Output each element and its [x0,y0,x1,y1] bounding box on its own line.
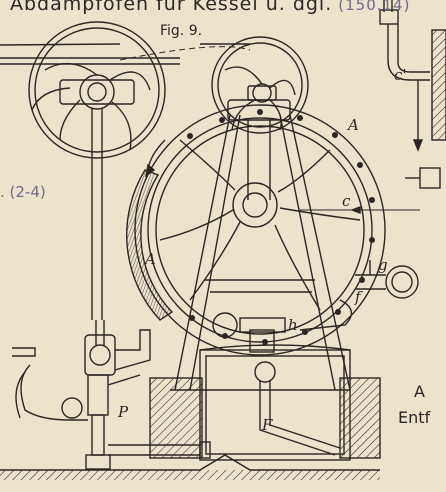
page-reference: (150.14) [338,0,411,14]
valve-g [299,260,419,331]
left-pulley [0,21,180,159]
label-g: g [378,256,388,274]
pencil-reference: . (2-4) [0,183,46,201]
label-P: P [118,403,129,421]
side-detail [379,0,446,189]
label-c: c [342,192,351,210]
masonry [0,377,381,480]
label-h: h [288,316,298,334]
label-A-lower: A [145,250,156,268]
page-title: Abdampfofen für Kessel u. dgl. (150.14) [10,0,410,14]
label-A-upper: A [348,116,359,134]
label-F: F [262,416,273,434]
vertical-shaft [91,108,105,345]
flywheel [126,104,386,356]
label-c-prime: c' [394,66,407,84]
title-text: Abdampfofen für Kessel u. dgl. [10,0,333,15]
side-text-1: A [414,382,425,401]
upper-pulley [211,36,309,134]
label-f: f [355,288,361,306]
figure-number: Fig. 9. [160,23,203,39]
side-text-2: Entf [398,408,431,427]
